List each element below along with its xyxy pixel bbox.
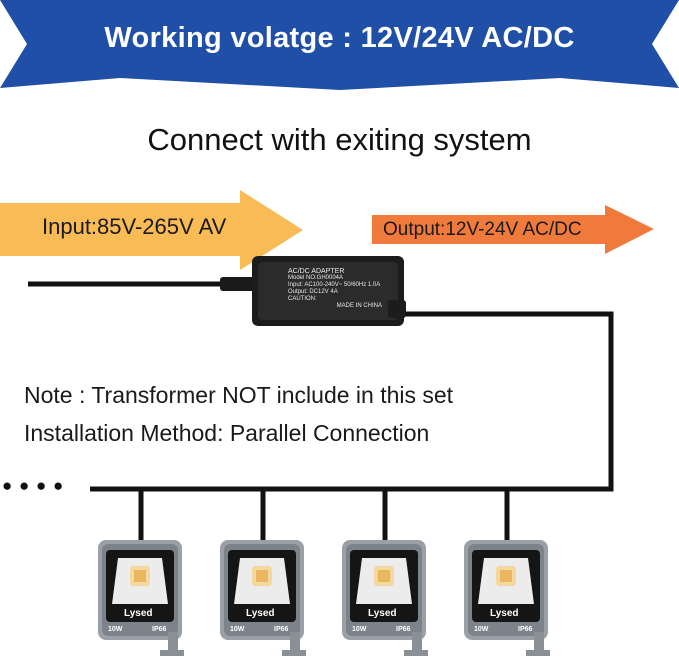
banner-shape xyxy=(0,0,679,90)
input-plug xyxy=(220,277,258,291)
flood-light-icon xyxy=(464,540,550,656)
banner-ribbon xyxy=(0,0,679,90)
flood-light: Lysed 10W IP66 xyxy=(340,540,430,660)
lamp-power: 10W xyxy=(474,626,489,633)
lamp-rating: IP66 xyxy=(152,626,167,633)
continuation-dots: ● ● ● ● xyxy=(2,476,65,495)
flood-light-icon xyxy=(342,540,428,656)
input-arrow xyxy=(0,190,303,270)
output-voltage-label: Output:12V-24V AC/DC xyxy=(383,219,582,240)
lamp-brand: Lysed xyxy=(490,608,519,619)
installation-method-text: Installation Method: Parallel Connection xyxy=(24,420,430,446)
adapter-origin: MADE IN CHINA xyxy=(336,303,382,309)
adapter-label: AC/DC ADAPTER Model NO:GH0004A Input: AC… xyxy=(288,268,388,310)
lamp-rating: IP66 xyxy=(396,626,411,633)
lamp-power: 10W xyxy=(352,626,367,633)
lamp-brand: Lysed xyxy=(124,608,153,619)
flood-light-icon xyxy=(220,540,306,656)
adapter-model: Model NO:GH0004A xyxy=(288,275,344,281)
output-arrow xyxy=(372,205,654,254)
lamp-brand: Lysed xyxy=(368,608,397,619)
ac-dc-adapter xyxy=(252,256,406,326)
lamp-power: 10W xyxy=(108,626,123,633)
note-text: Note : Transformer NOT include in this s… xyxy=(24,382,454,408)
subtitle: Connect with exiting system xyxy=(147,122,532,157)
flood-light: Lysed 10W IP66 xyxy=(218,540,308,660)
banner-title: Working volatge : 12V/24V AC/DC xyxy=(104,22,575,54)
input-voltage-label: Input:85V-265V AV xyxy=(42,214,227,239)
lamp-brand: Lysed xyxy=(246,608,275,619)
adapter-input: Input: AC100-240V~ 50/60Hz 1.0A xyxy=(288,282,381,288)
lamp-rating: IP66 xyxy=(518,626,533,633)
lamp-power: 10W xyxy=(230,626,245,633)
adapter-output: Output: DC12V 4A xyxy=(288,289,338,295)
adapter-title: AC/DC ADAPTER xyxy=(288,268,345,275)
output-cable xyxy=(90,311,614,492)
flood-light: Lysed 10W IP66 xyxy=(462,540,552,660)
flood-light-icon xyxy=(98,540,184,656)
lamp-rating: IP66 xyxy=(274,626,289,633)
flood-light: Lysed 10W IP66 xyxy=(96,540,186,660)
adapter-caution: CAUTION: xyxy=(288,296,317,302)
